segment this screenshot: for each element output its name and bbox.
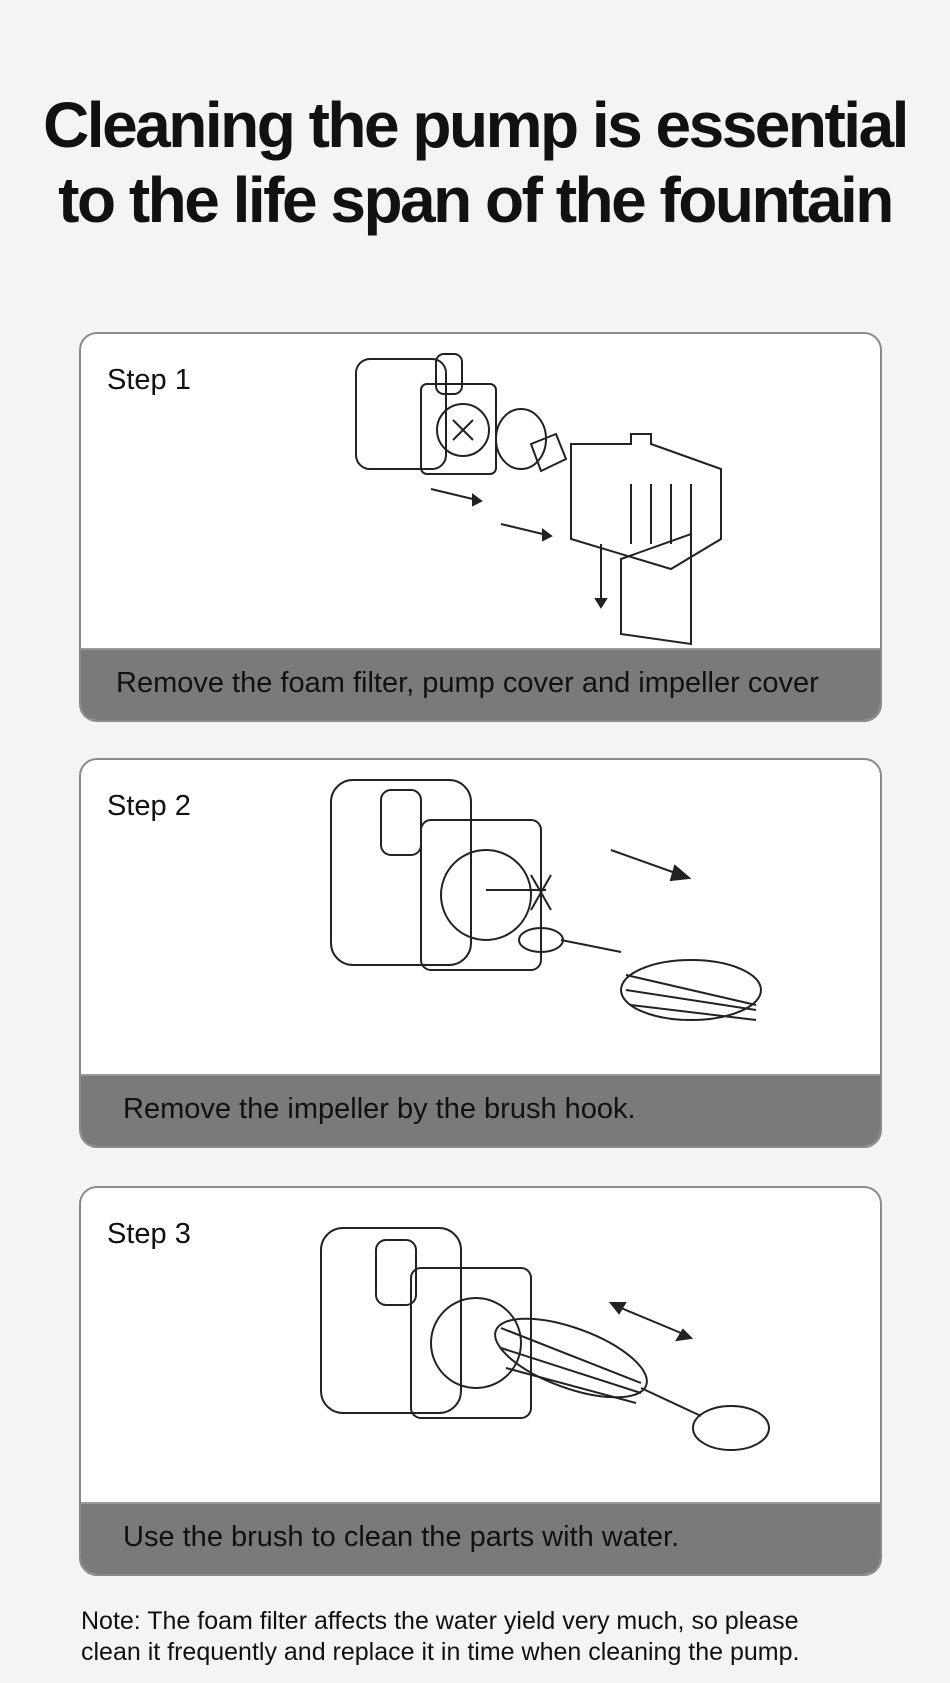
step-3-label: Step 3	[107, 1218, 191, 1250]
note-line-2: clean it frequently and replace it in ti…	[81, 1638, 800, 1666]
note-line-1: Note: The foam filter affects the water …	[81, 1607, 799, 1635]
step-1-caption-band: Remove the foam filter, pump cover and i…	[81, 648, 880, 720]
maintenance-note: Note: The foam filter affects the water …	[81, 1606, 901, 1668]
step-2-card: Step 2 Remove the impeller by the brush …	[79, 758, 882, 1148]
title-line-1: Cleaning the pump is essential	[43, 89, 909, 161]
step-2-caption-band: Remove the impeller by the brush hook.	[81, 1074, 880, 1146]
step-2-caption: Remove the impeller by the brush hook.	[123, 1093, 636, 1125]
step-3-card: Step 3 Use the brush to clean the parts …	[79, 1186, 882, 1576]
step-3-caption-band: Use the brush to clean the parts with wa…	[81, 1502, 880, 1574]
step-1-caption: Remove the foam filter, pump cover and i…	[116, 667, 819, 699]
title-line-2: to the life span of the fountain	[58, 164, 894, 236]
step-1-card: Step 1 Remove the foam filter, pump cove…	[79, 332, 882, 722]
brush-cleaning-illustration	[320, 1227, 770, 1451]
impeller-removal-illustration	[330, 779, 762, 1021]
pump-disassembly-illustration	[355, 353, 722, 646]
step-3-caption: Use the brush to clean the parts with wa…	[123, 1521, 680, 1553]
step-1-label: Step 1	[107, 364, 191, 396]
step-2-label: Step 2	[107, 790, 191, 822]
page-title: Cleaning the pump is essential to the li…	[0, 88, 950, 238]
